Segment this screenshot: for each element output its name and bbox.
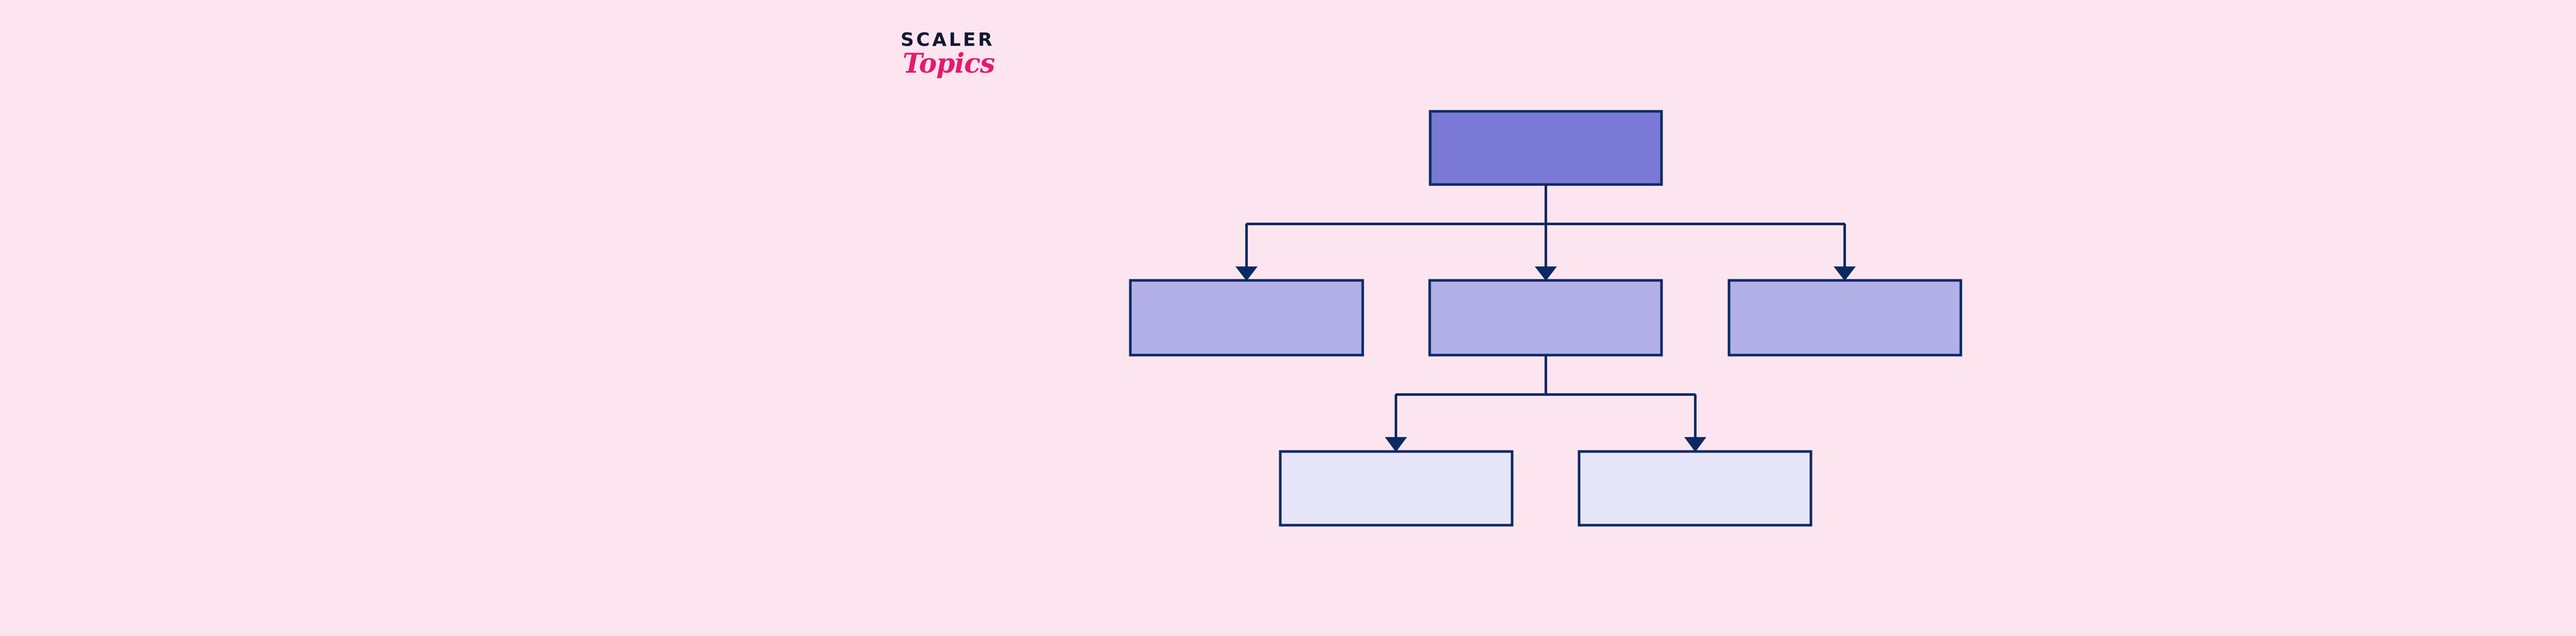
node-grandchild-2[interactable] (1578, 450, 1812, 527)
arrowhead-grandchild2 (1684, 437, 1706, 452)
scaler-topics-logo: SCALER Topics (901, 31, 1055, 113)
node-child-3[interactable] (1727, 279, 1962, 357)
node-root[interactable] (1429, 110, 1663, 186)
logo-wordmark: SCALER (901, 29, 995, 51)
arrowhead-child2 (1535, 266, 1557, 281)
arrowhead-grandchild1 (1385, 437, 1407, 452)
node-child-2[interactable] (1428, 279, 1663, 357)
node-grandchild-1[interactable] (1279, 450, 1514, 527)
node-group (1129, 110, 1962, 527)
logo-scriptmark: Topics (903, 48, 995, 79)
edge-group (1235, 185, 1856, 452)
arrowhead-child1 (1235, 266, 1258, 281)
node-child-1[interactable] (1129, 279, 1364, 357)
arrowhead-child3 (1834, 266, 1856, 281)
